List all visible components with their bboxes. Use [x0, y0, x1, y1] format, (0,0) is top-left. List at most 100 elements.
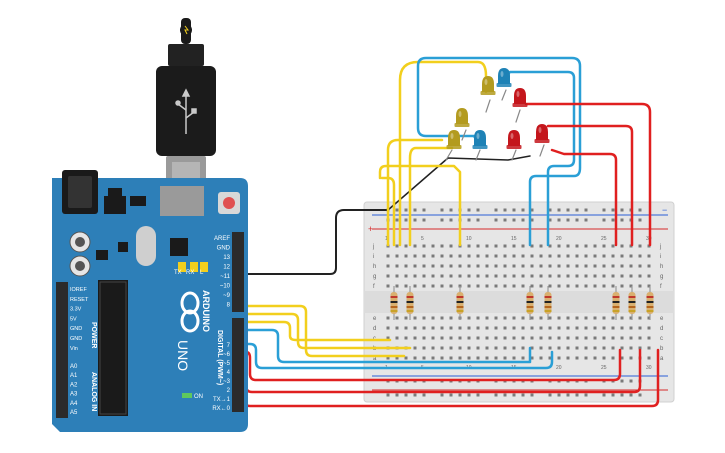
arduino-board[interactable]: TX RX L ON ARDUINO UNO DIGITAL (PWM~) PO… [52, 170, 248, 432]
rx-led [190, 262, 198, 272]
resistor[interactable] [456, 286, 464, 320]
wire-yellow-2[interactable] [239, 312, 412, 350]
crystal-oscillator [136, 226, 156, 266]
row-letter: a [373, 356, 377, 362]
led-red[interactable] [506, 130, 522, 149]
pin-label: 2 [227, 388, 231, 394]
resistor[interactable] [544, 286, 552, 320]
voltage-regulator [104, 196, 126, 214]
wire-red-1[interactable] [239, 348, 622, 382]
row-letter: h [660, 264, 663, 270]
digital-label: DIGITAL (PWM~) [216, 330, 223, 385]
wire-black-cathode-bus[interactable] [387, 155, 531, 211]
column-number: 15 [511, 236, 517, 242]
resistor[interactable] [646, 286, 654, 320]
pin-label: ~3 [223, 379, 231, 385]
wire-yellow-6[interactable] [408, 146, 454, 247]
pin-label: GND [70, 326, 82, 332]
wire-blue-2[interactable] [239, 328, 532, 364]
pin-label: RX←0 [212, 406, 230, 412]
pin-label: 8 [227, 303, 231, 309]
led-blue[interactable] [472, 130, 488, 149]
tx-led [178, 262, 186, 272]
pin-label: GND [217, 246, 231, 252]
pin-label: RESET [70, 297, 89, 303]
column-number: 20 [556, 236, 562, 242]
analog-label: ANALOG IN [90, 372, 97, 411]
row-letter: e [373, 316, 377, 322]
breadboard-center-channel [364, 291, 674, 313]
column-number: 5 [421, 236, 424, 242]
pin-label: 13 [223, 255, 230, 261]
small-component [96, 250, 108, 260]
arduino-pcb [52, 178, 248, 432]
power-header [56, 282, 68, 362]
usb-chip [170, 238, 188, 256]
usb-port [160, 186, 204, 216]
rx-label: RX [186, 270, 194, 276]
small-chip [118, 242, 128, 252]
on-led [182, 393, 192, 398]
resistor[interactable] [612, 286, 620, 320]
row-letter: j [372, 244, 374, 250]
wire-yellow-8[interactable] [386, 138, 444, 247]
wire-blue-3[interactable] [416, 56, 582, 247]
pin-label: 3.3V [70, 307, 82, 313]
row-letter: e [660, 316, 664, 322]
row-letter: j [659, 244, 661, 250]
wire-yellow-1[interactable] [239, 304, 406, 358]
row-letter: d [660, 326, 663, 332]
resistor[interactable] [406, 286, 414, 320]
pin-label: 5V [70, 316, 77, 322]
icsp-header [130, 196, 146, 206]
reset-button-cap[interactable] [223, 197, 235, 209]
row-letter: c [660, 336, 663, 342]
usb-icon [175, 88, 197, 134]
pin-label: A4 [70, 401, 78, 407]
led-red[interactable] [512, 88, 528, 107]
pin-label: A1 [70, 373, 78, 379]
pin-label: ~10 [220, 284, 231, 290]
led-red[interactable] [534, 124, 550, 143]
led-yellow[interactable] [480, 76, 496, 95]
wire-black-gnd[interactable] [240, 209, 389, 275]
wire-yellow-5[interactable] [378, 164, 462, 247]
column-number: 1 [385, 236, 388, 242]
column-number: 25 [601, 365, 607, 371]
wire-red-6[interactable] [524, 102, 652, 247]
led-yellow[interactable] [454, 108, 470, 127]
row-letter: b [660, 346, 664, 352]
led-yellow[interactable] [446, 130, 462, 149]
resistors [390, 286, 654, 320]
resistor[interactable] [526, 286, 534, 320]
power-label: POWER [90, 322, 97, 348]
resistor[interactable] [390, 286, 398, 320]
wire-red-5[interactable] [546, 124, 634, 247]
pin-label: 4 [227, 370, 231, 376]
row-letter: d [373, 326, 376, 332]
leds[interactable] [446, 68, 550, 149]
column-number: 20 [556, 365, 562, 371]
led-blue[interactable] [496, 68, 512, 87]
usb-cable[interactable] [156, 18, 216, 196]
pin-label: ~9 [223, 293, 231, 299]
wire-yellow-7[interactable] [398, 60, 488, 247]
tx-label: TX [174, 270, 182, 276]
pin-label: 7 [227, 343, 231, 349]
wire-blue-4[interactable] [502, 70, 576, 247]
arduino-logo [180, 291, 200, 333]
column-number: 25 [601, 236, 607, 242]
wire-red-4[interactable] [550, 148, 618, 247]
row-letter: h [373, 264, 376, 270]
wire-blue-1[interactable] [239, 342, 554, 370]
atmega-chip-outline [99, 281, 127, 415]
pin-label: IOREF [70, 287, 87, 293]
pin-label: ~6 [223, 352, 231, 358]
on-label: ON [194, 394, 203, 400]
wire-yellow-3[interactable] [239, 320, 392, 342]
resistor[interactable] [628, 286, 636, 320]
